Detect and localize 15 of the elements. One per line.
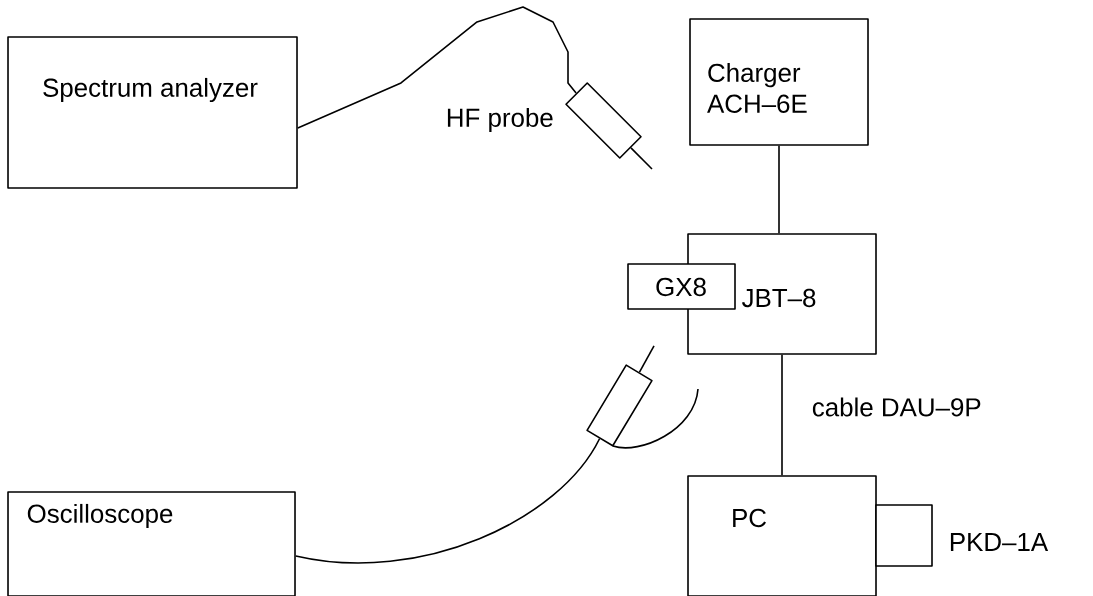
cable-line (297, 6, 577, 129)
probe-drawing (586, 345, 699, 449)
cable-line (781, 354, 783, 476)
probe-label: HF probe (447, 107, 553, 133)
cable-line (295, 437, 601, 564)
adapter-box (875, 504, 933, 567)
edge-label: cable DAU–9P (810, 396, 983, 418)
instrument-box: Oscilloscope (7, 491, 296, 596)
computer-box: PC (687, 475, 877, 596)
cable-line (778, 145, 780, 234)
adapter-label: PKD–1A (950, 533, 1049, 551)
device-box: Charger ACH–6E (689, 18, 869, 146)
instrument-box: Spectrum analyzer (7, 36, 298, 189)
probe-drawing (565, 82, 653, 170)
module-box: GX8 (627, 263, 736, 310)
